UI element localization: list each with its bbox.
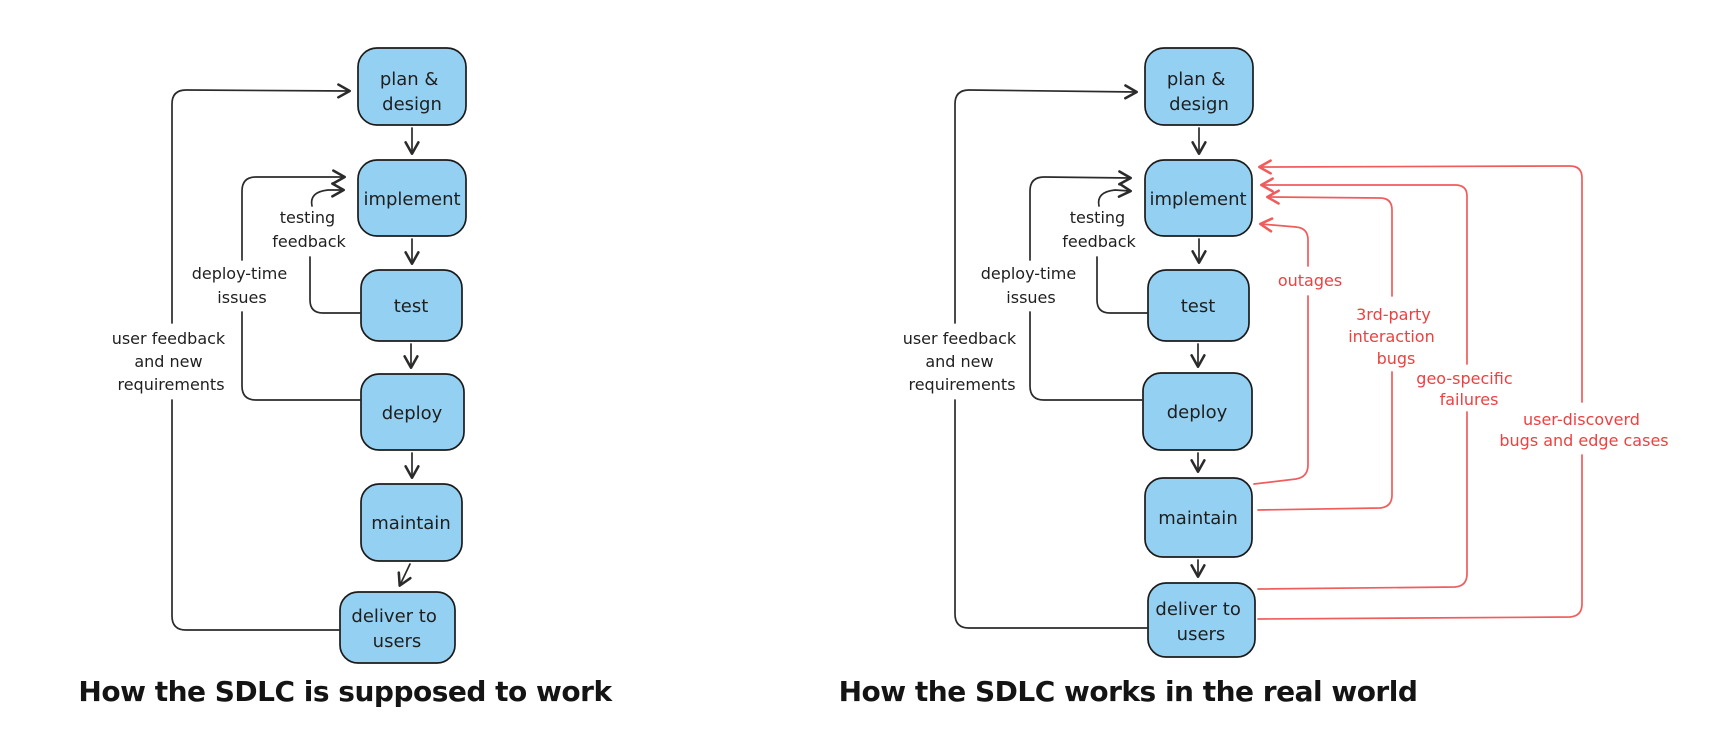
node-deploy (360, 373, 465, 451)
label-deploy-time-issues: deploy-time issues (981, 264, 1082, 307)
node-test (1147, 269, 1250, 342)
edge-user-feedback-loop-tail (171, 399, 341, 631)
node-deliver (339, 591, 456, 664)
edge-deploy-time-loop-tail (1029, 311, 1144, 401)
edge-outages-loop-tail (1253, 295, 1309, 485)
edge-geo-specific-loop-tail (1257, 411, 1468, 590)
edge-user-feedback-loop-head (954, 84, 1138, 324)
label-user-discovered-bugs: user-discoverd bugs and edge cases (1499, 410, 1668, 450)
node-maintain (1144, 477, 1253, 558)
node-implement-label: implement (363, 189, 460, 210)
node-implement (357, 159, 467, 237)
label-geo-specific-failures: geo-specific failures (1416, 369, 1517, 409)
label-deploy-time-issues: deploy-time issues (192, 264, 293, 307)
node-test-label: test (394, 296, 429, 317)
edge-testing-feedback-loop-head (1097, 182, 1132, 207)
edge-user-discovered-loop-head (1258, 159, 1583, 403)
node-plan-design (357, 47, 467, 126)
edge-deploy-time-loop-head (241, 169, 346, 261)
label-third-party-bugs: 3rd-party interaction bugs (1348, 305, 1440, 368)
right-diagram: plan & design implement test deploy main… (839, 47, 1669, 708)
edge-testing-feedback-loop-tail (1096, 256, 1149, 314)
node-deploy (1142, 372, 1253, 451)
node-deploy-label: deploy (1167, 402, 1228, 423)
edge-maintain-to-deliver-arrow (397, 563, 412, 587)
label-testing-feedback: testing feedback (1062, 208, 1136, 251)
edge-testing-feedback-loop-head (310, 182, 345, 207)
node-maintain (360, 483, 463, 562)
right-caption: How the SDLC works in the real world (839, 675, 1418, 708)
node-plan-design-label: plan & design (380, 69, 444, 115)
node-deliver (1147, 582, 1256, 658)
node-maintain-label: maintain (371, 513, 450, 534)
edge-third-party-loop-tail (1257, 371, 1393, 511)
node-test (360, 269, 463, 342)
node-deliver-label: deliver to users (1155, 599, 1246, 645)
edge-user-feedback-loop-tail (954, 399, 1149, 629)
node-maintain-label: maintain (1158, 508, 1237, 529)
edge-third-party-loop-head (1266, 189, 1393, 297)
edge-user-discovered-loop-tail (1257, 454, 1583, 620)
edge-testing-feedback-loop-tail (309, 256, 362, 314)
left-caption: How the SDLC is supposed to work (78, 675, 613, 708)
node-deliver-label: deliver to users (351, 606, 442, 652)
label-testing-feedback: testing feedback (272, 208, 346, 251)
node-test-label: test (1181, 296, 1216, 317)
node-deploy-label: deploy (382, 403, 443, 424)
node-plan-design (1144, 47, 1254, 126)
node-plan-design-label: plan & design (1167, 69, 1231, 115)
edge-user-feedback-loop-head (171, 83, 351, 324)
edge-geo-specific-loop-head (1260, 177, 1468, 365)
edge-deploy-time-loop-tail (241, 311, 362, 401)
label-outages: outages (1278, 271, 1342, 290)
label-user-feedback: user feedback and new requirements (112, 329, 231, 394)
label-user-feedback: user feedback and new requirements (903, 329, 1022, 394)
left-diagram: plan & design implement test deploy main… (78, 47, 614, 708)
node-implement (1144, 159, 1253, 237)
node-implement-label: implement (1149, 189, 1246, 210)
edge-deploy-time-loop-head (1029, 170, 1132, 261)
edge-outages-loop-head (1259, 217, 1309, 267)
